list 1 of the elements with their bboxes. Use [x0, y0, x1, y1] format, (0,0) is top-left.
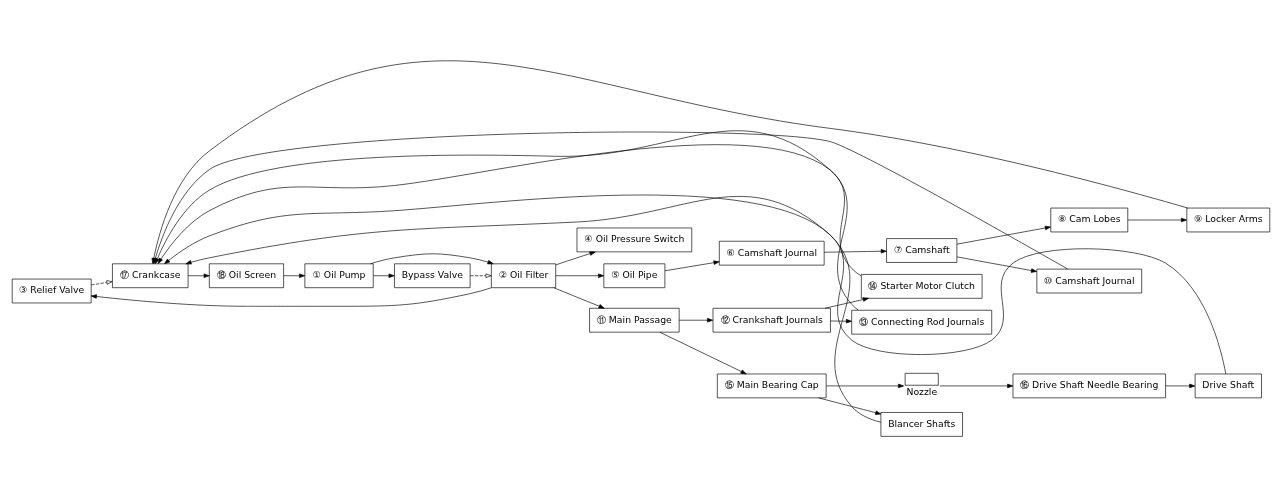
node-label: Nozzle	[906, 386, 938, 398]
